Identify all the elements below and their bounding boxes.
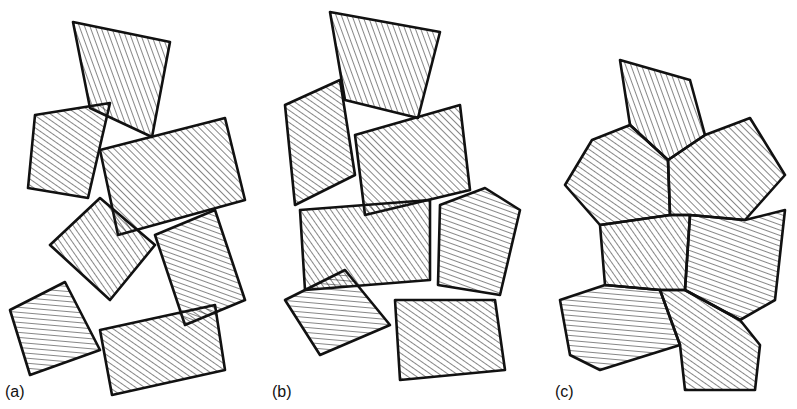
loose-grains xyxy=(10,22,245,395)
grain xyxy=(355,105,470,215)
grain xyxy=(285,270,390,355)
grain xyxy=(100,305,225,395)
grain xyxy=(300,200,430,290)
grain xyxy=(28,103,110,198)
grain xyxy=(10,282,100,375)
grain xyxy=(600,215,690,290)
sintered-grains xyxy=(560,60,785,390)
panel-label: (c) xyxy=(555,382,574,401)
grain xyxy=(285,80,355,205)
grain xyxy=(565,125,670,225)
grain xyxy=(668,118,785,220)
panel-label: (a) xyxy=(5,382,25,401)
grain xyxy=(438,188,520,295)
grain xyxy=(660,290,760,390)
grain xyxy=(330,12,440,118)
touching-grains xyxy=(285,12,520,380)
grain xyxy=(395,300,505,380)
panel-label: (b) xyxy=(272,382,292,401)
